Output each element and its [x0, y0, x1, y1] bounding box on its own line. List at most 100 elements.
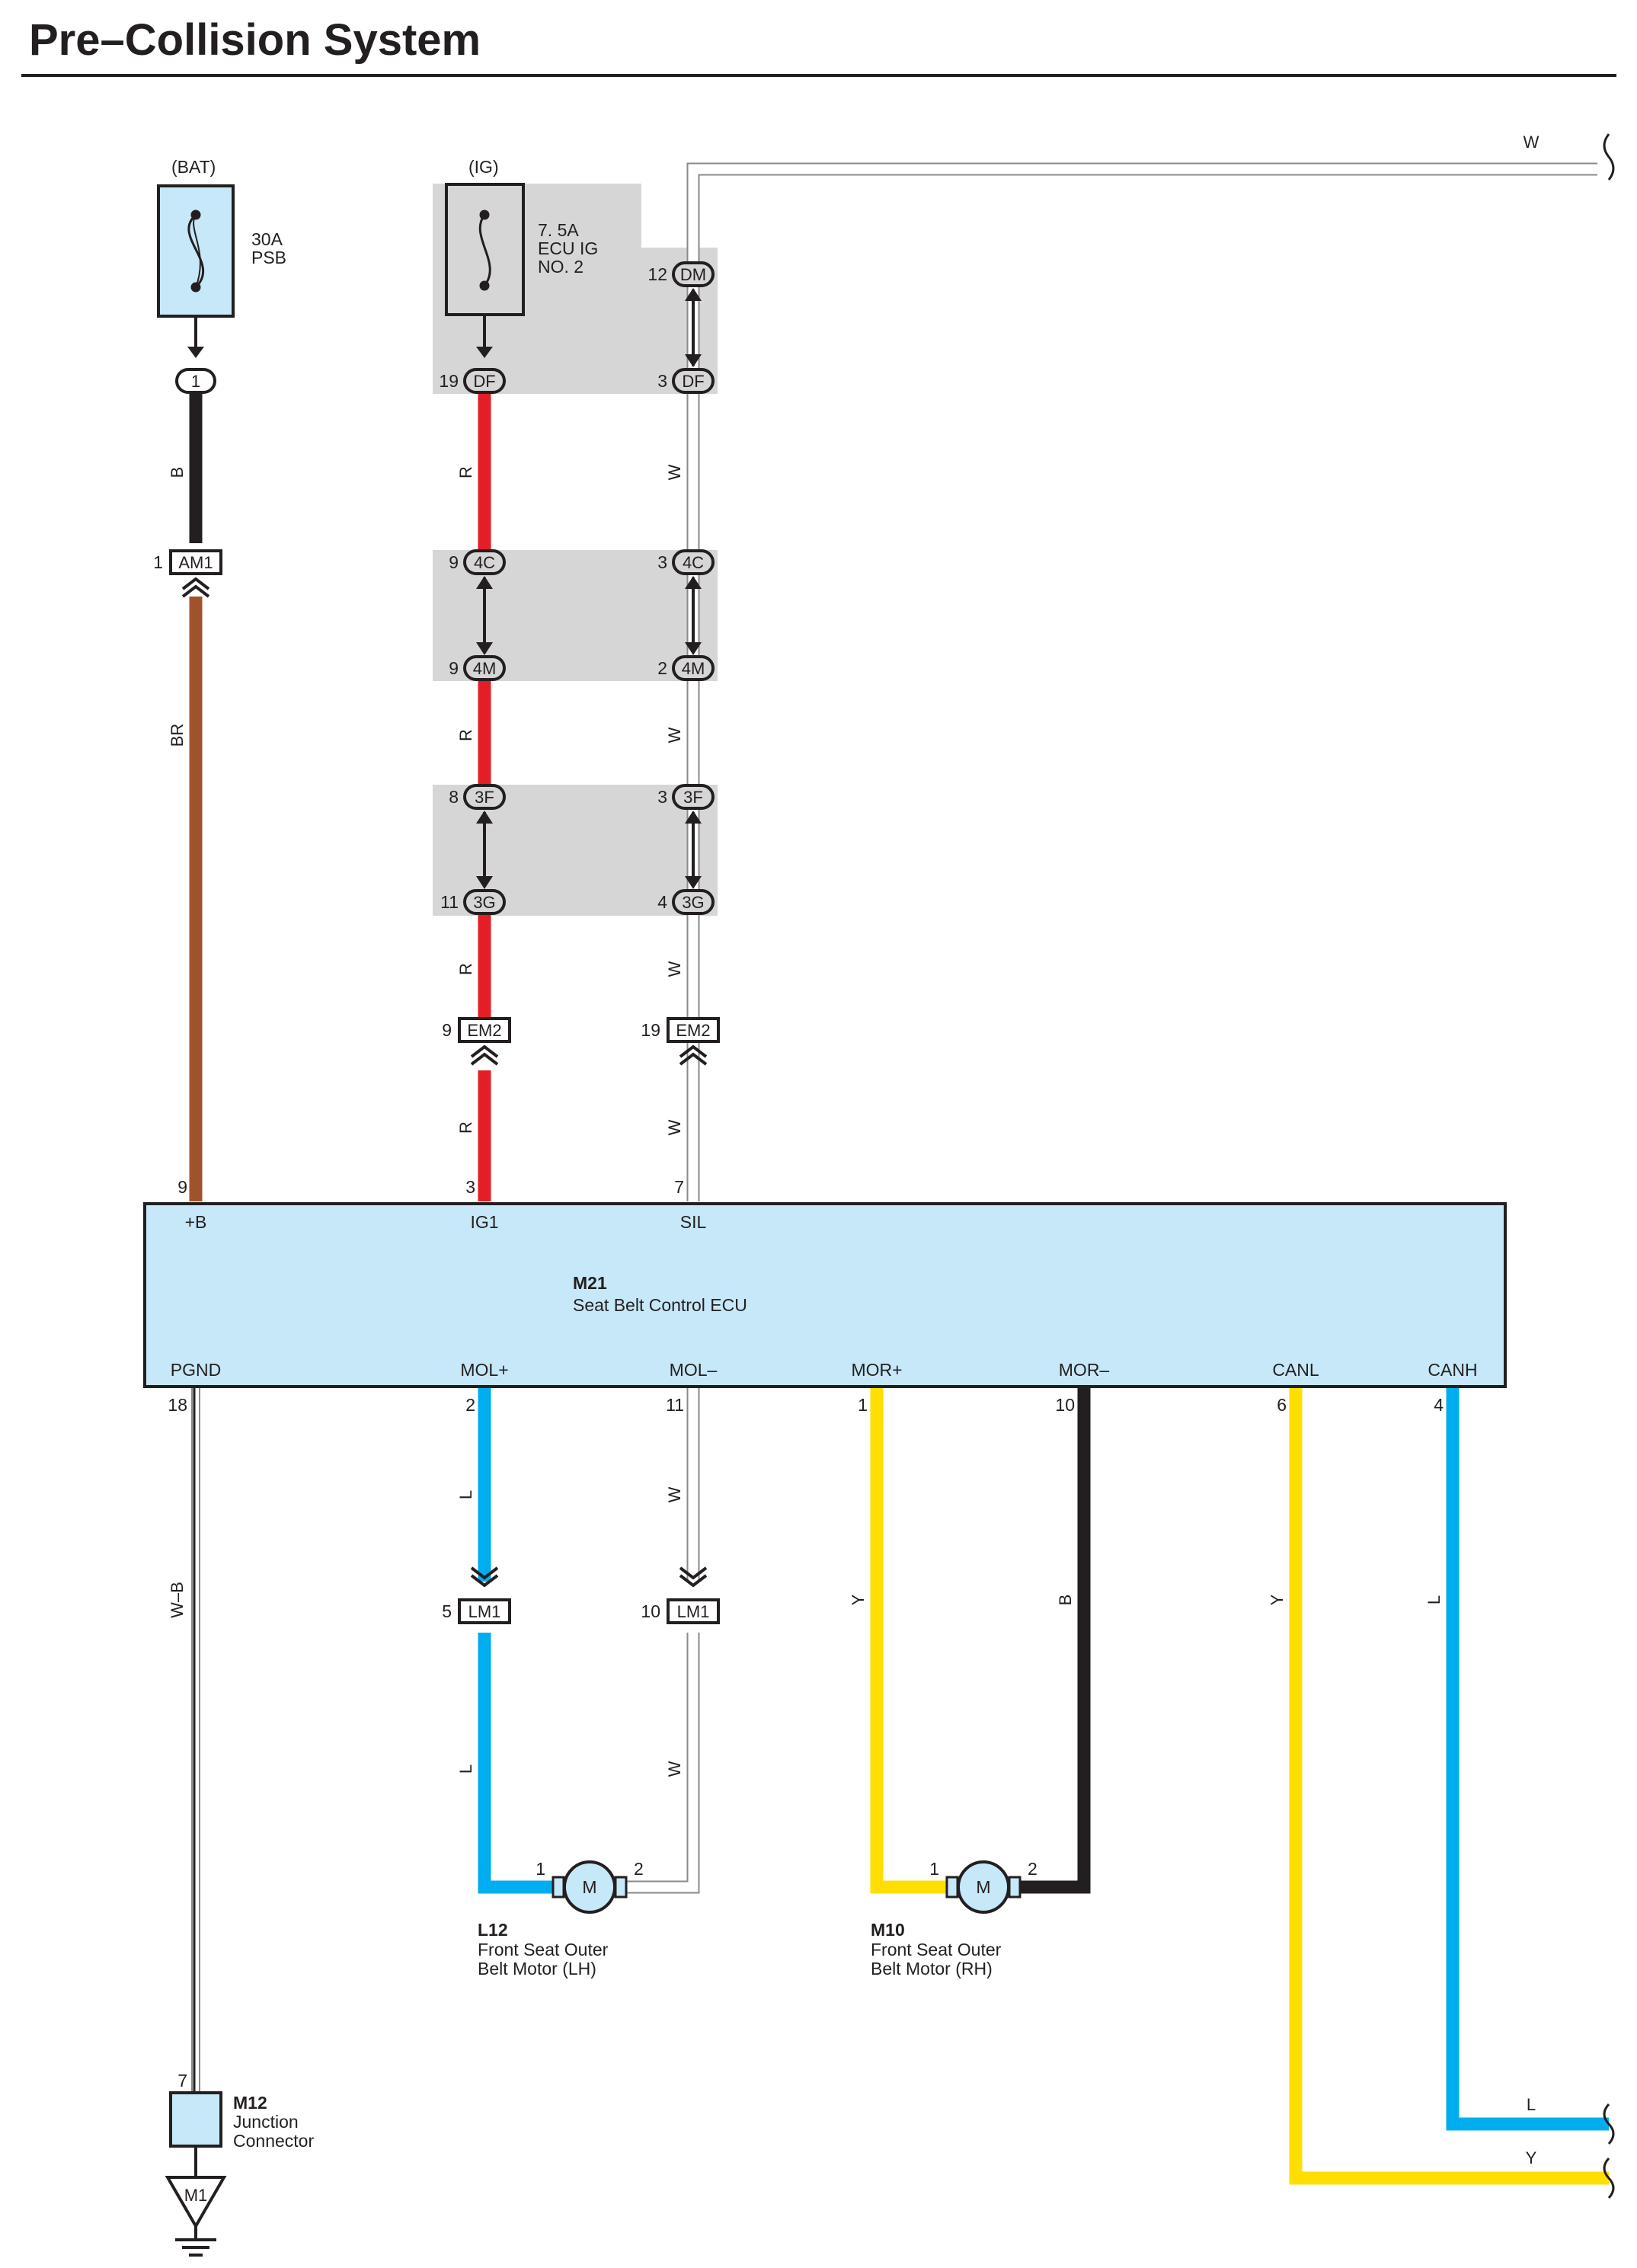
em2-r-chevron-icon	[470, 1044, 499, 1066]
ecu-name: Seat Belt Control ECU	[573, 1295, 747, 1315]
wirecode-w-4: W	[665, 1119, 684, 1135]
connector-4m-r-pill	[463, 655, 506, 681]
wire-b-black-morm	[1016, 1388, 1091, 1894]
connector-dm-label: DM	[680, 265, 706, 284]
pin-df-3: 3	[657, 371, 667, 391]
junction-connector-m12	[169, 2091, 222, 2148]
wirecode-r-1: R	[456, 466, 475, 478]
wirecode-y-1: Y	[849, 1594, 868, 1605]
terminal-pgnd: PGND	[171, 1360, 221, 1380]
wire-y-yellow-morp	[870, 1388, 947, 1894]
pin-ecu-11: 11	[666, 1395, 684, 1415]
wirecode-b-2: B	[1056, 1595, 1075, 1606]
terminal-plus-b: +B	[185, 1212, 207, 1232]
fuse-psb-rating: 30A	[251, 229, 283, 249]
pin-ecu-6: 6	[1277, 1395, 1287, 1415]
pin-dm-12: 12	[647, 264, 667, 284]
pin-ecu-9: 9	[177, 1177, 187, 1197]
pin-4c-3: 3	[657, 552, 667, 572]
component-l12-id: L12	[478, 1920, 508, 1940]
continuation-marks	[1603, 133, 1615, 2199]
wirecode-y-2: Y	[1268, 1594, 1287, 1605]
pin-df-19: 19	[439, 371, 459, 391]
junction-block-box-top	[433, 184, 718, 394]
connector-1-pill	[175, 368, 216, 394]
motor-m10: M	[945, 1860, 1022, 1914]
wirecode-w-2: W	[665, 727, 684, 743]
wire-w-white-sil	[686, 162, 1597, 1201]
wirecode-br: BR	[168, 724, 187, 747]
wire-wb-ground	[191, 1388, 200, 2093]
wire-l-blue-molp	[478, 1388, 553, 1894]
connector-em2-w-box	[667, 1017, 720, 1043]
connector-1-label: 1	[191, 372, 200, 391]
pin-l12-2: 2	[634, 1859, 644, 1879]
component-m12-line1: Junction	[233, 2112, 299, 2132]
em2-w-chevron-icon	[679, 1044, 708, 1066]
pin-ecu-10: 10	[1055, 1395, 1075, 1415]
component-m12-id: M12	[233, 2093, 267, 2113]
wirecode-w-6: W	[665, 1761, 684, 1777]
page-title: Pre–Collision System	[29, 15, 481, 65]
pin-ecu-4: 4	[1434, 1395, 1444, 1415]
connector-lm1-w-label: LM1	[677, 1602, 710, 1621]
am1-chevron-icon	[181, 577, 210, 598]
dm-df-arrows	[685, 288, 702, 367]
motor-m10-symbol: M	[976, 1877, 990, 1897]
wirecode-w-1: W	[665, 464, 684, 480]
wirecode-w-top: W	[1523, 133, 1539, 152]
pin-em2-19: 19	[641, 1020, 660, 1040]
connector-em2-r-box	[458, 1017, 511, 1043]
pin-lm1-5: 5	[442, 1601, 452, 1621]
component-l12-line1: Front Seat Outer	[478, 1940, 609, 1959]
fuse-ecu-ig-symbol	[478, 210, 491, 291]
pin-em2-9: 9	[442, 1020, 452, 1040]
wire-w-white-molm	[626, 1388, 700, 1894]
4c-4m-r-arrows	[476, 576, 493, 655]
connector-4c-w-label: 4C	[683, 553, 704, 572]
connector-am1-label: AM1	[178, 553, 213, 572]
terminal-canl: CANL	[1272, 1360, 1319, 1380]
component-l12-line2: Belt Motor (LH)	[478, 1959, 596, 1979]
pin-ecu-1: 1	[858, 1395, 868, 1415]
wire-color-codes: B BR R R R R W W W W W–B L L W W Y B Y L…	[168, 133, 1539, 2167]
fuse-ecu-ig-arrow-icon	[476, 347, 493, 358]
ground-m1-label: M1	[184, 2186, 208, 2205]
wirecode-w-5: W	[665, 1486, 684, 1502]
3f-3g-r-arrows	[476, 811, 493, 889]
wirecode-l-1: L	[456, 1490, 475, 1499]
terminal-mor-plus: MOR+	[851, 1360, 902, 1380]
wirecode-y-bottom: Y	[1526, 2148, 1537, 2167]
pin-4c-9: 9	[449, 552, 459, 572]
pin-3g-11: 11	[440, 892, 459, 912]
connector-3g-w-pill	[672, 889, 715, 915]
wirecode-l-3: L	[1424, 1595, 1444, 1604]
ecu-m21-box	[143, 1202, 1507, 1388]
connector-4m-w-label: 4M	[682, 659, 705, 678]
pin-4m-9: 9	[449, 658, 459, 678]
connector-3g-w-label: 3G	[682, 893, 704, 912]
pin-am1-1: 1	[153, 552, 163, 572]
fuse-psb-symbol	[187, 210, 205, 293]
4c-4m-w-arrows	[685, 576, 702, 655]
connector-em2-w-label: EM2	[676, 1021, 710, 1040]
pin-3f-8: 8	[449, 787, 459, 807]
motor-l12-symbol: M	[582, 1877, 596, 1897]
component-m10-id: M10	[871, 1920, 905, 1940]
connector-lm1-w-box	[667, 1598, 720, 1624]
connector-dm-pill	[672, 261, 715, 287]
lm1-l-chevron-icon	[470, 1566, 499, 1588]
fuse-psb-arrow-icon	[187, 347, 204, 358]
ground-symbol-icon	[175, 2226, 216, 2257]
pin-3f-3: 3	[657, 787, 667, 807]
lm1-w-chevron-icon	[679, 1566, 708, 1588]
pin-m10-2: 2	[1028, 1859, 1038, 1879]
wirecode-wb: W–B	[168, 1582, 187, 1618]
connector-df-w-label: DF	[682, 372, 704, 391]
pin-m12-7: 7	[177, 2071, 187, 2090]
fuse-ecu-ig-line3: NO. 2	[538, 257, 584, 277]
connector-4c-r-label: 4C	[474, 553, 495, 572]
connector-3g-r-pill	[463, 889, 506, 915]
wirecode-r-4: R	[456, 1121, 475, 1134]
pin-m10-1: 1	[929, 1859, 939, 1879]
